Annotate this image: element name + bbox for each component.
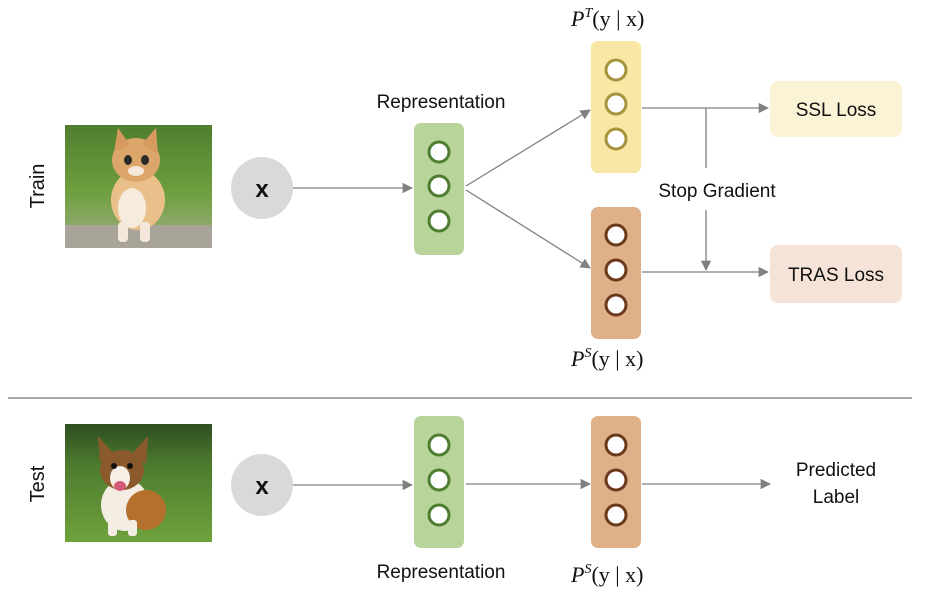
test-input-node bbox=[231, 454, 293, 516]
svg-text:PT(y | x): PT(y | x) bbox=[570, 6, 644, 31]
test-representation-vector bbox=[414, 416, 464, 548]
train-representation-vector bbox=[414, 123, 464, 255]
test-input-symbol: x bbox=[255, 473, 269, 500]
teacher-vector bbox=[591, 41, 641, 173]
svg-text:PS(y | x): PS(y | x) bbox=[570, 562, 644, 587]
train-student-vector bbox=[591, 207, 641, 339]
test-student-vector bbox=[591, 416, 641, 548]
arrow-representation-to-teacher bbox=[465, 109, 591, 187]
train-input-node bbox=[231, 157, 293, 219]
kitten-photo bbox=[65, 125, 212, 248]
test-section-label: Test bbox=[27, 465, 49, 502]
arrow-representation-to-student bbox=[465, 189, 591, 269]
train-section-label: Train bbox=[27, 164, 49, 209]
tras-loss-label: TRAS Loss bbox=[788, 265, 884, 286]
stop-gradient-label: Stop Gradient bbox=[658, 181, 776, 202]
teacher-distribution-label: PT(y | x) bbox=[570, 6, 644, 31]
tras-loss-box bbox=[770, 245, 902, 303]
train-student-distribution-label: PS(y | x) bbox=[570, 346, 644, 371]
ssl-loss-label: SSL Loss bbox=[796, 100, 877, 121]
svg-text:PS(y | x): PS(y | x) bbox=[570, 346, 644, 371]
corgi-dog-photo bbox=[65, 424, 212, 542]
train-input-symbol: x bbox=[255, 176, 269, 203]
test-student-distribution-label: PS(y | x) bbox=[570, 562, 644, 587]
predicted-label-line2: Label bbox=[813, 487, 860, 508]
train-representation-label: Representation bbox=[377, 92, 506, 113]
predicted-label-line1: Predicted bbox=[796, 460, 876, 481]
ssl-loss-box bbox=[770, 81, 902, 137]
test-representation-label: Representation bbox=[377, 562, 506, 583]
